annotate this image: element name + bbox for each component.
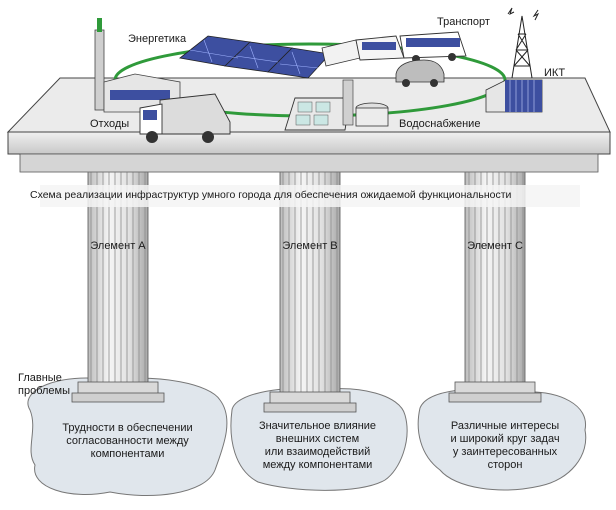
- label-waste: Отходы: [90, 118, 130, 130]
- problem-a-text: Трудности в обеспечении согласованности …: [62, 422, 193, 460]
- label-water: Водоснабжение: [399, 118, 481, 130]
- transport-vehicles: [321, 31, 467, 87]
- diagram-caption: Схема реализации инфраструктур умного го…: [30, 189, 512, 201]
- label-ict: ИКТ: [544, 67, 566, 79]
- water-puddles: [27, 377, 587, 496]
- solar-panels: [179, 35, 331, 79]
- element-a-label: Элемент А: [90, 240, 146, 252]
- label-transport: Транспорт: [437, 16, 490, 28]
- garbage-truck: [139, 93, 231, 143]
- caption-band: [40, 185, 580, 207]
- water-facility: [284, 79, 389, 131]
- element-c-label: Элемент С: [467, 240, 523, 252]
- problem-c-text: Различные интересы и широкий круг задач …: [450, 420, 560, 471]
- problems-heading: Главные проблемы: [18, 372, 71, 397]
- ict-tower: [485, 7, 543, 113]
- element-b-label: Элемент В: [282, 240, 338, 252]
- problem-b-text: Значительное влияние внешних систем или …: [258, 420, 377, 471]
- label-energy: Энергетика: [128, 33, 187, 45]
